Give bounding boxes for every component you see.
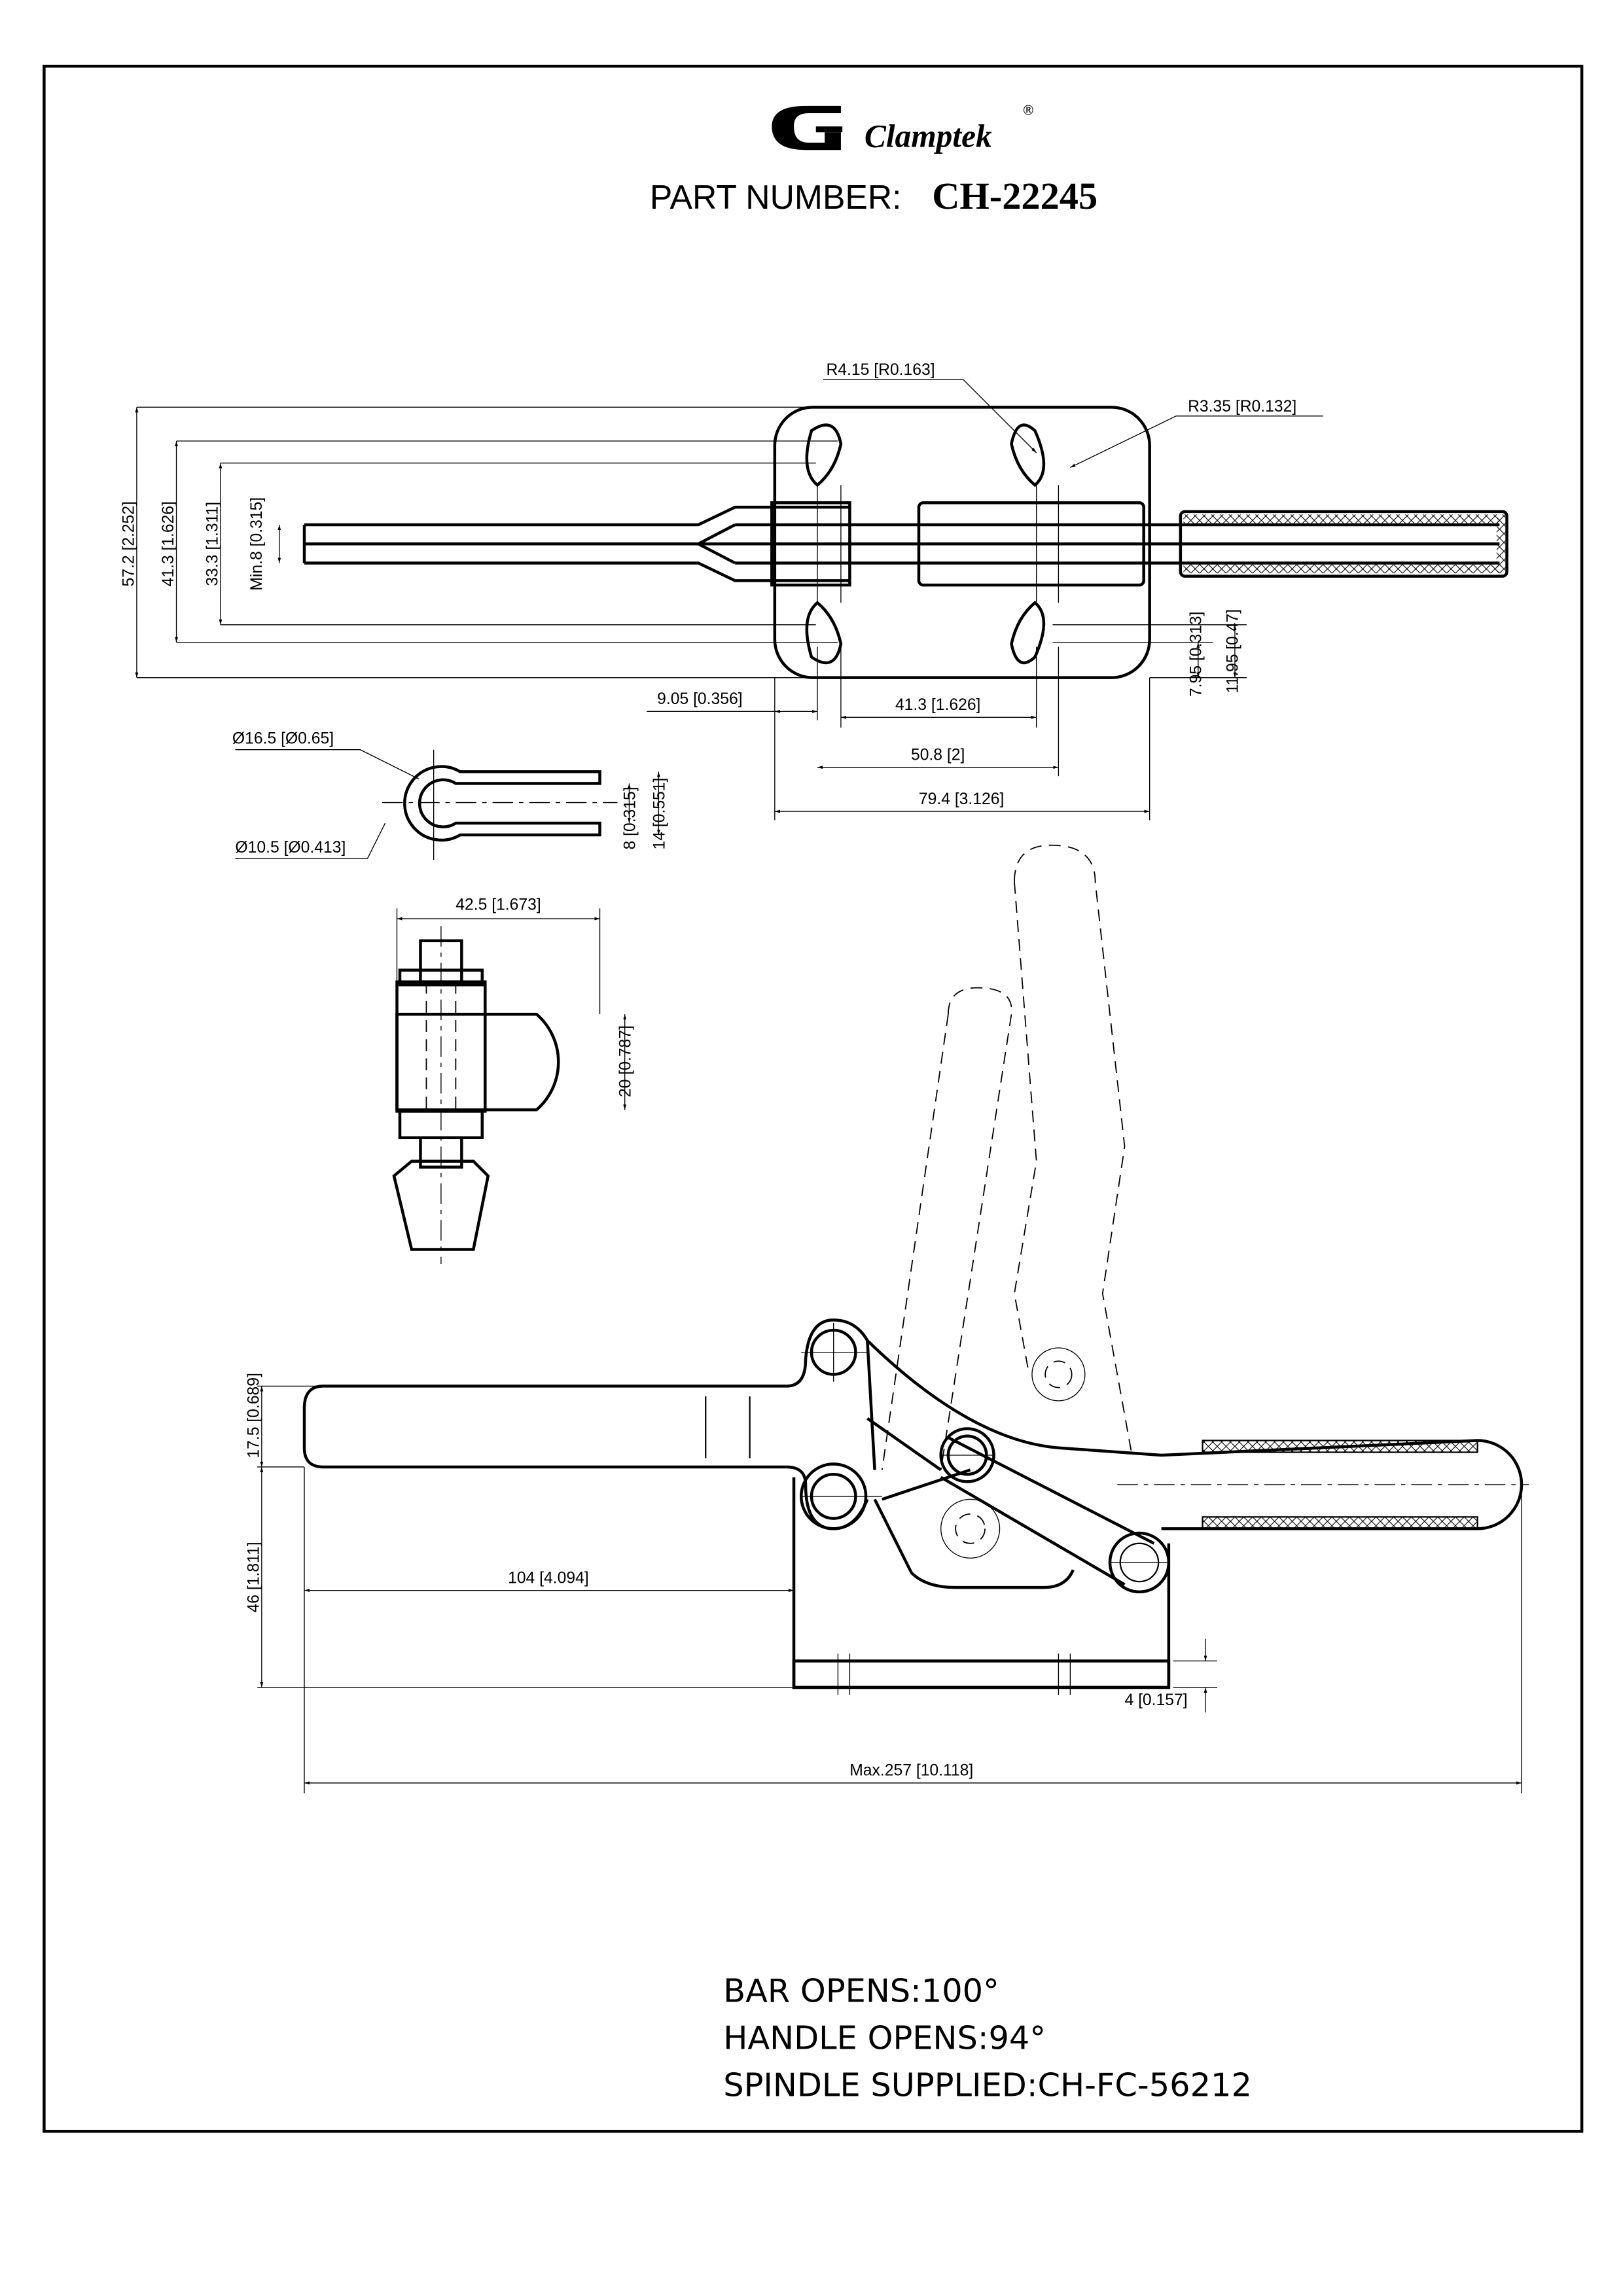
clamptek-logo: Clamptek ® <box>772 102 1035 154</box>
dim-height-overall: 57.2 [2.252] <box>120 501 137 587</box>
dim-clip-inner-dia: Ø10.5 [Ø0.413] <box>235 839 346 857</box>
dim-hole-pitch-inner: 41.3 [1.626] <box>895 696 981 714</box>
dim-pivot-height: 46 [1.811] <box>245 1542 262 1612</box>
dim-spindle-length: 42.5 [1.673] <box>455 896 541 914</box>
dim-edge-offset-small: 7.95 [0.313] <box>1187 611 1205 697</box>
dim-r-slot-small: R3.35 [R0.132] <box>1188 398 1296 415</box>
top-view: 57.2 [2.252] 41.3 [1.626] 33.3 [1.311] M… <box>120 361 1508 821</box>
dim-overall-length: Max.257 [10.118] <box>849 1762 973 1780</box>
base-plate <box>792 1659 1171 1689</box>
mounting-slot <box>805 423 1046 665</box>
dim-spindle-height: 20 [0.787] <box>617 1025 635 1097</box>
handle-grip <box>1179 510 1508 578</box>
dim-edge-left: 9.05 [0.356] <box>657 690 743 708</box>
dim-hole-spacing-inner: 33.3 [1.311] <box>204 502 221 586</box>
dim-bar-height: 17.5 [0.689] <box>245 1373 262 1458</box>
brand-name: Clamptek <box>865 118 992 154</box>
dim-hole-pitch-outer: 50.8 [2] <box>911 746 965 764</box>
dim-bar-reach: 104 [4.094] <box>508 1569 589 1587</box>
clip-view: Ø16.5 [Ø0.65] Ø10.5 [Ø0.413] 8 [0.315] 1… <box>232 730 668 860</box>
handle-grip-side <box>1202 1439 1478 1453</box>
note-spindle-supplied: SPINDLE SUPPLIED:CH-FC-56212 <box>723 2066 1252 2104</box>
drawing-border <box>43 64 1584 2133</box>
dim-base-width: 79.4 [3.126] <box>919 790 1005 808</box>
dim-clip-outer-dia: Ø16.5 [Ø0.65] <box>232 730 334 748</box>
dim-hole-spacing-outer: 41.3 [1.626] <box>160 501 177 587</box>
part-number-value: CH-22245 <box>932 175 1097 217</box>
spindle-view: 42.5 [1.673] 20 [0.787] <box>392 896 635 1264</box>
part-number-label: PART NUMBER: <box>650 178 902 216</box>
dim-clip-slot-width: 8 [0.315] <box>621 786 639 849</box>
dim-clip-overall-width: 14 [0.551] <box>651 778 668 850</box>
note-bar-opens: BAR OPENS:100° <box>723 1972 999 2010</box>
registered-mark: ® <box>1022 102 1035 118</box>
notes: BAR OPENS:100° HANDLE OPENS:94° SPINDLE … <box>723 1972 1252 2104</box>
dim-edge-offset-large: 11.95 [0.47] <box>1224 609 1241 694</box>
side-view: 17.5 [0.689] 46 [1.811] 104 [4.094] 4 [0… <box>245 844 1529 1793</box>
dim-base-thickness: 4 [0.157] <box>1124 1691 1187 1709</box>
dim-r-slot-large: R4.15 [R0.163] <box>826 361 935 379</box>
note-handle-opens: HANDLE OPENS:94° <box>723 2019 1046 2057</box>
dim-bar-min: Min.8 [0.315] <box>248 497 266 591</box>
